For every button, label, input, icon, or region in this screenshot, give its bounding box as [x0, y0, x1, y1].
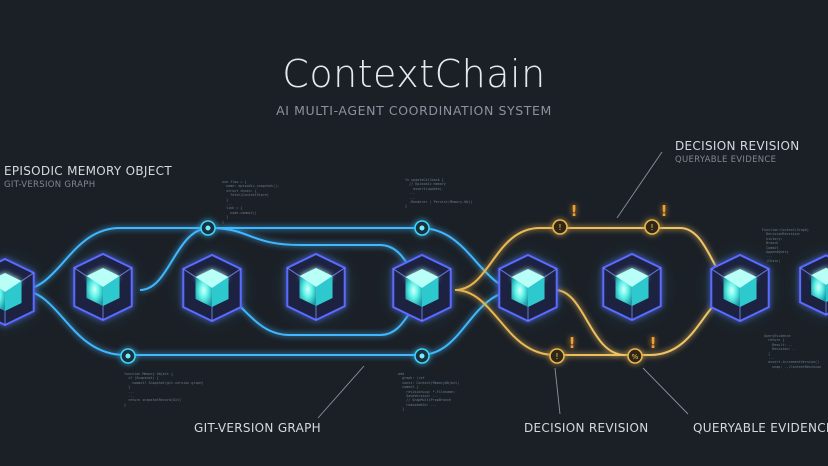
commit-node: [414, 220, 430, 236]
alert-icon: !: [650, 334, 657, 352]
commit-node: [120, 348, 136, 364]
svg-text:!: !: [558, 223, 561, 232]
memory-object-sublabel: GIT-VERSION GRAPH: [4, 180, 96, 190]
code-snippet: QueryEvidence return { Result: .. Revisi…: [764, 334, 822, 369]
commit-node: [414, 348, 430, 364]
svg-text:%: %: [632, 353, 639, 361]
memory-cube-icon: [710, 253, 770, 323]
memory-cubes: [0, 252, 828, 327]
decision-revision-bottom-label: DECISION REVISION: [524, 421, 649, 435]
commit-nodes: [120, 220, 430, 364]
revision-nodes: ! ! ! % ! ! ! !: [549, 202, 668, 364]
decision-revision-label: DECISION REVISION: [675, 139, 800, 153]
code-snippet: Function:Context(Graph) DecisionRevision…: [762, 228, 809, 263]
annotation-leaders: [317, 151, 689, 419]
revision-node: %: [627, 348, 643, 364]
revision-node: !: [549, 348, 565, 364]
code-snippet: add graph: (ref const: Context(MemoryObj…: [398, 372, 460, 412]
alert-icon: !: [571, 202, 578, 220]
svg-text:!: !: [555, 352, 558, 361]
commit-node: [200, 220, 216, 236]
alert-icon: !: [661, 202, 668, 220]
memory-object-label: EPISODIC MEMORY OBJECT: [4, 164, 172, 178]
git-version-graph-label: GIT-VERSION GRAPH: [194, 421, 321, 435]
queryable-evidence-sublabel: QUERYABLE EVIDENCE: [675, 155, 777, 165]
code-snippet: use flow = { name: episodic_snapshot(); …: [222, 180, 280, 224]
memory-cube-icon: [286, 252, 346, 322]
page-title: ContextChain: [282, 52, 546, 96]
memory-cube-icon: [0, 257, 35, 327]
memory-cube-icon: [182, 253, 242, 323]
code-snippet: function Memory Object { if (Snapshot) {…: [124, 372, 204, 407]
revision-node: !: [644, 219, 660, 235]
revision-node: !: [552, 219, 568, 235]
svg-text:!: !: [650, 223, 653, 232]
page-subtitle: AI MULTI-AGENT COORDINATION SYSTEM: [276, 103, 552, 118]
code-snippet: fn updateCallback { // Episodic memory a…: [405, 178, 473, 209]
queryable-evidence-label: QUERYABLE EVIDENCE: [693, 421, 828, 435]
memory-cube-icon: [799, 254, 828, 316]
memory-cube-icon: [602, 252, 662, 322]
memory-cube-icon: [73, 252, 133, 322]
memory-cube-icon: [498, 253, 558, 323]
memory-cube-icon: [392, 253, 452, 323]
alert-icon: !: [569, 334, 576, 352]
